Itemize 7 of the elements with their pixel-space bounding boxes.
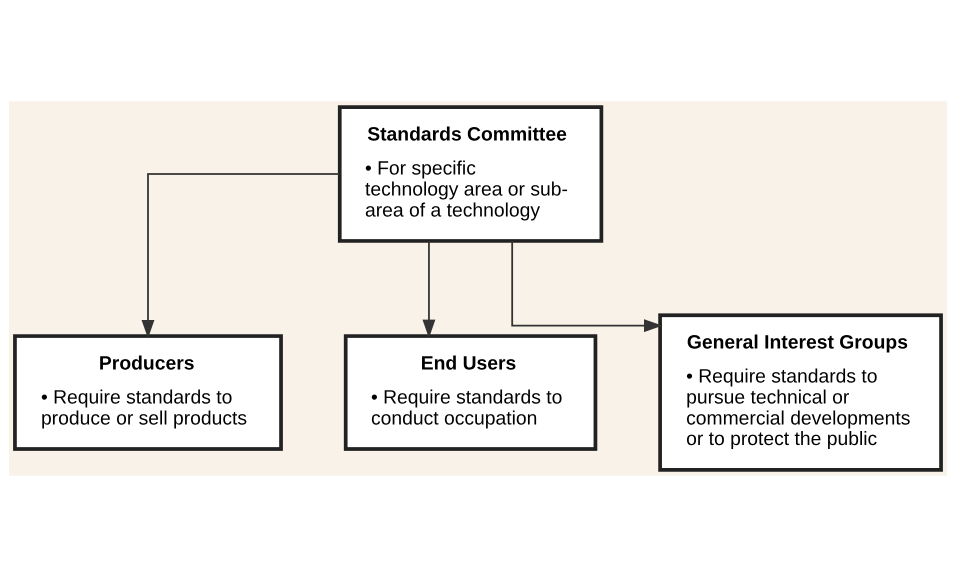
arrow xyxy=(422,240,435,338)
node-box: Producers • Require standards to produce or sell products xyxy=(12,334,282,450)
node-box: End Users • Require standards to conduct occupation xyxy=(343,334,597,450)
node-box: General Interest Groups • Require standards to pursue technical or commercial developments or to protect the public xyxy=(658,312,942,472)
node-box: Standards Committee • For specific technology area or sub-area of a technology xyxy=(337,104,603,242)
arrow xyxy=(510,240,662,332)
arrow xyxy=(141,172,339,338)
